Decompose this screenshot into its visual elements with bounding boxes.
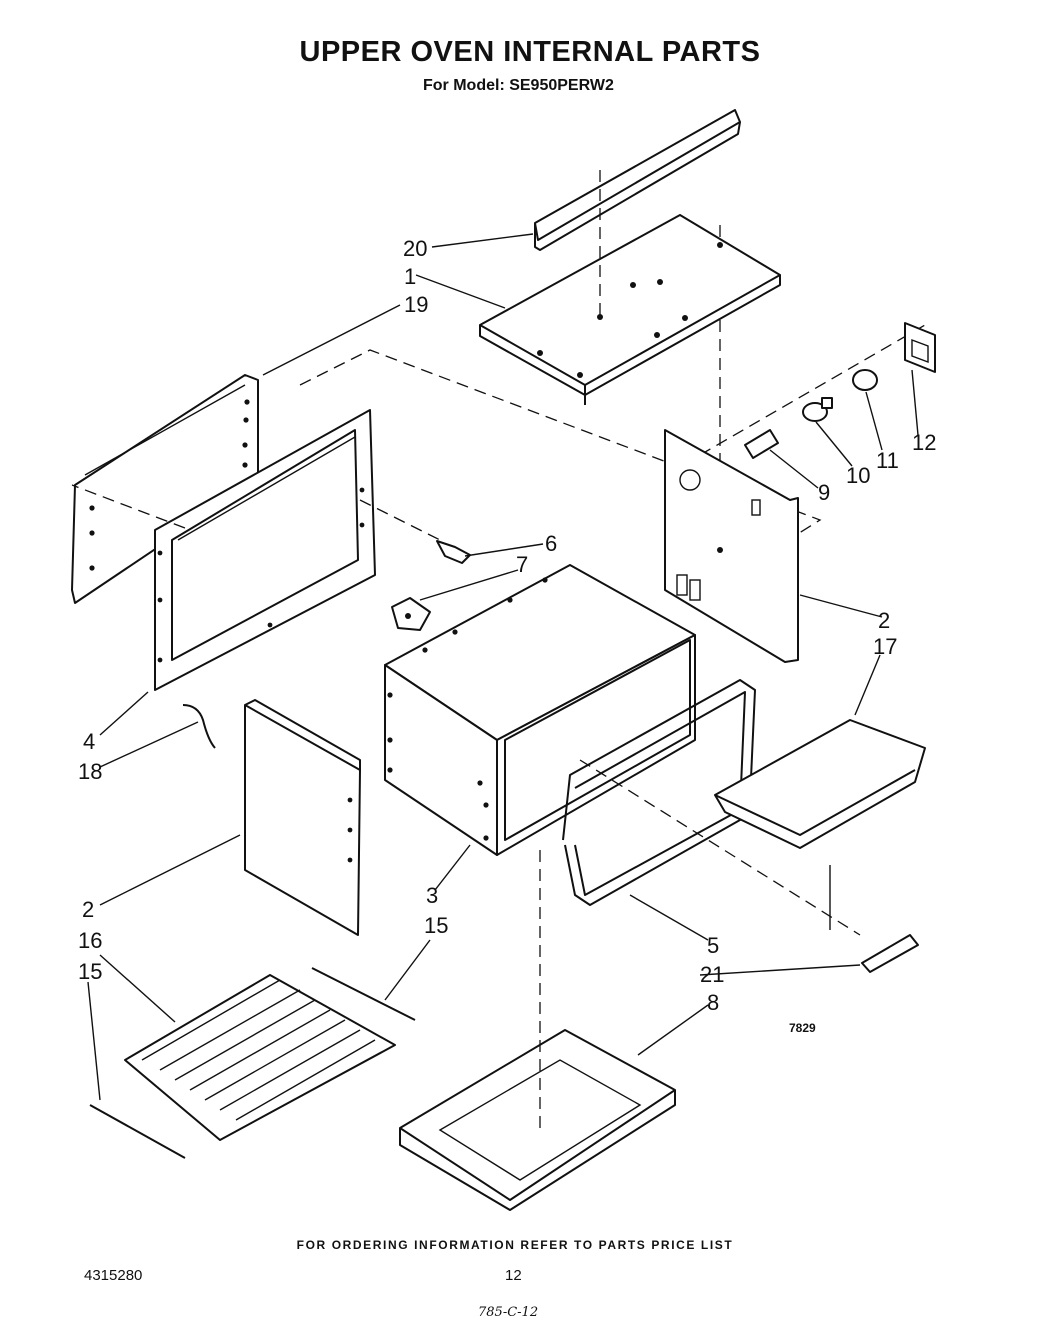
part-12-socket-bracket xyxy=(904,322,936,373)
page-number: 12 xyxy=(505,1267,522,1284)
part-6-screw xyxy=(436,540,471,564)
part-21-clip xyxy=(861,934,919,973)
part-3-oven-liner xyxy=(384,564,696,856)
diagram-code: 7829 xyxy=(789,1021,816,1035)
part-16-oven-rack xyxy=(124,974,396,1141)
callout-15-lower: 15 xyxy=(78,959,102,984)
callout-1: 1 xyxy=(404,264,416,289)
callout-11: 11 xyxy=(876,448,899,473)
callout-19: 19 xyxy=(404,292,428,317)
callout-3: 3 xyxy=(426,883,438,908)
part-9-lens xyxy=(744,429,779,459)
callout-18: 18 xyxy=(78,759,102,784)
part-15-rack-support-b xyxy=(89,1104,186,1159)
model-subtitle: For Model: SE950PERW2 xyxy=(423,77,614,94)
callout-4: 4 xyxy=(83,729,95,754)
part-7-bracket xyxy=(391,597,431,631)
callout-9: 9 xyxy=(818,480,830,505)
part-17-element-cover xyxy=(714,719,926,849)
part-15-rack-support-a xyxy=(311,967,416,1021)
callout-6: 6 xyxy=(545,531,557,556)
leader-lines xyxy=(87,233,919,1101)
handwritten-note: 785-C-12 xyxy=(478,1305,539,1320)
callout-12: 12 xyxy=(912,430,936,455)
part-20-top-rail xyxy=(534,109,741,251)
ordering-note: FOR ORDERING INFORMATION REFER TO PARTS … xyxy=(296,1238,734,1252)
part-18-wire-clip xyxy=(182,704,216,749)
part-2-back-panel-right xyxy=(664,429,799,663)
callout-20: 20 xyxy=(403,236,427,261)
callout-17: 17 xyxy=(873,634,897,659)
callout-labels: 20 1 19 12 11 10 9 6 7 2 17 4 18 3 15 2 … xyxy=(78,236,936,1035)
document-number: 4315280 xyxy=(84,1267,143,1284)
callout-2-right: 2 xyxy=(878,608,890,633)
callout-8: 8 xyxy=(707,990,719,1015)
page-title: UPPER OVEN INTERNAL PARTS xyxy=(299,36,761,68)
callout-5: 5 xyxy=(707,933,719,958)
callout-10: 10 xyxy=(846,463,870,488)
callout-2-left: 2 xyxy=(82,897,94,922)
part-8-broiler-pan xyxy=(399,1029,676,1211)
part-10-bulb xyxy=(802,397,833,422)
part-2-side-panel-left xyxy=(244,699,361,936)
callout-16: 16 xyxy=(78,928,102,953)
part-4-front-frame xyxy=(154,409,376,691)
callout-21: 21 xyxy=(700,962,724,987)
callout-15-upper: 15 xyxy=(424,913,448,938)
part-1-top-panel xyxy=(479,214,781,405)
part-11-lamp-socket xyxy=(852,369,878,391)
callout-7: 7 xyxy=(516,552,528,577)
